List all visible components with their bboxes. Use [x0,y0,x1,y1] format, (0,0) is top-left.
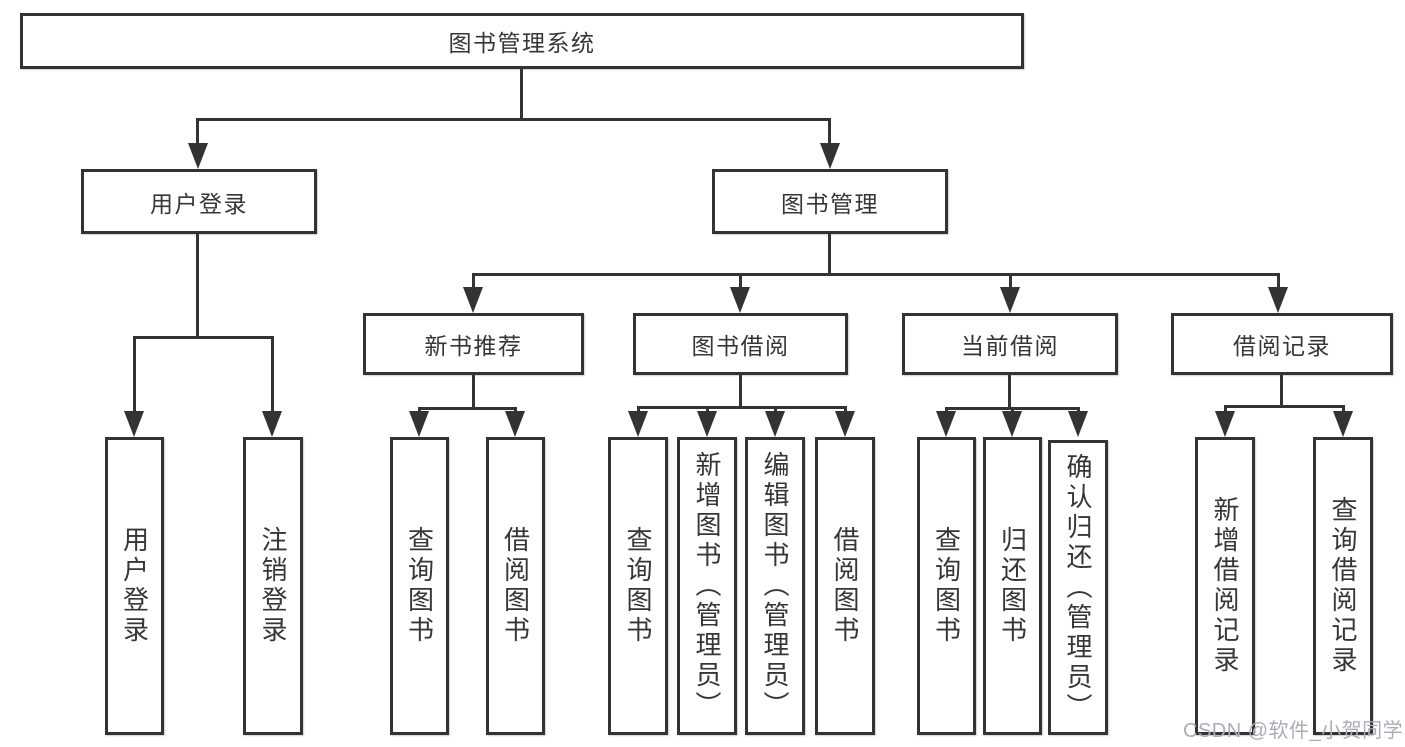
arrow-down-icon [409,411,429,437]
node-label: 当前借阅 [961,333,1059,359]
connector-line [472,273,475,289]
node-label: 图书借阅 [691,333,790,359]
node-borrowing-records: 借阅记录 [1171,313,1393,375]
connector-line [1008,374,1011,410]
connector-line [418,407,517,410]
connector-line [133,336,136,415]
arrow-down-icon [505,411,525,437]
leaf-user-login: 用户登录 [105,437,164,735]
leaf-label: 借阅图书 [500,526,531,646]
leaf-label: 注销登录 [258,526,288,646]
connector-line [520,68,523,121]
connector-line [472,374,475,410]
connector-line [828,118,831,150]
arrow-down-icon [835,411,855,437]
connector-line [739,374,742,409]
node-label: 新书推荐 [424,333,523,359]
arrow-down-icon [1000,287,1020,313]
node-new-book-recommendation: 新书推荐 [363,313,584,375]
leaf-borrow-books-borrowing: 借阅图书 [815,437,875,735]
leaf-query-books-recommend: 查询图书 [390,437,449,735]
leaf-query-books-borrowing: 查询图书 [608,437,668,735]
leaf-label: 查询图书 [931,526,962,646]
node-user-login: 用户登录 [81,169,317,234]
leaf-add-borrow-record: 新增借阅记录 [1195,437,1255,735]
connector-line [472,273,1280,276]
leaf-label: 查询图书 [623,526,653,646]
arrow-down-icon [262,411,282,437]
node-book-management: 图书管理 [712,169,948,234]
arrow-down-icon [1215,411,1235,437]
leaf-label: 编辑图书（管理员） [760,451,790,721]
leaf-query-borrow-record: 查询借阅记录 [1313,437,1373,735]
leaf-label: 查询借阅记录 [1328,496,1358,676]
leaf-label: 查询图书 [404,526,435,646]
connector-line [1277,273,1280,289]
arrow-down-icon [765,411,785,437]
node-label: 借阅记录 [1233,333,1331,359]
arrow-down-icon [628,411,648,437]
leaf-return-book: 归还图书 [983,437,1042,735]
arrow-down-icon [124,411,144,437]
arrow-down-icon [1268,287,1288,313]
leaf-label: 确认归还（管理员） [1063,452,1093,723]
leaf-logout: 注销登录 [243,437,303,735]
connector-line [828,233,831,276]
node-label: 图书管理系统 [448,30,596,56]
node-book-borrowing: 图书借阅 [633,313,848,375]
arrow-down-icon [1333,411,1353,437]
node-current-borrowing: 当前借阅 [902,313,1118,375]
node-library-system: 图书管理系统 [20,13,1024,69]
connector-line [1224,405,1345,408]
arrow-down-icon [820,143,840,169]
arrow-down-icon [697,411,717,437]
connector-line [196,118,199,150]
connector-line [739,273,742,289]
leaf-label: 新增图书（管理员） [692,451,722,721]
arrow-down-icon [188,143,208,169]
arrow-down-icon [730,287,750,313]
node-label: 图书管理 [781,190,879,217]
arrow-down-icon [936,411,956,437]
leaf-edit-book-admin: 编辑图书（管理员） [745,437,805,735]
connector-line [637,406,847,409]
arrow-down-icon [1002,411,1022,437]
arrow-down-icon [1068,411,1088,437]
leaf-label: 借阅图书 [830,526,860,646]
leaf-label: 归还图书 [997,526,1028,646]
leaf-confirm-return-admin: 确认归还（管理员） [1048,440,1108,735]
connector-line [196,233,199,339]
connector-line [133,336,274,339]
connector-line [196,118,831,121]
connector-line [1009,273,1012,289]
leaf-query-books-current: 查询图书 [917,437,976,735]
watermark-csdn: CSDN @软件_小贺同学 [1183,720,1404,742]
node-label: 用户登录 [150,190,248,217]
leaf-add-book-admin: 新增图书（管理员） [677,437,737,735]
connector-line [1280,374,1283,408]
leaf-borrow-books-recommend: 借阅图书 [486,437,545,735]
leaf-label: 新增借阅记录 [1210,496,1240,676]
leaf-label: 用户登录 [119,526,150,646]
connector-line [271,336,274,415]
arrow-down-icon [463,287,483,313]
